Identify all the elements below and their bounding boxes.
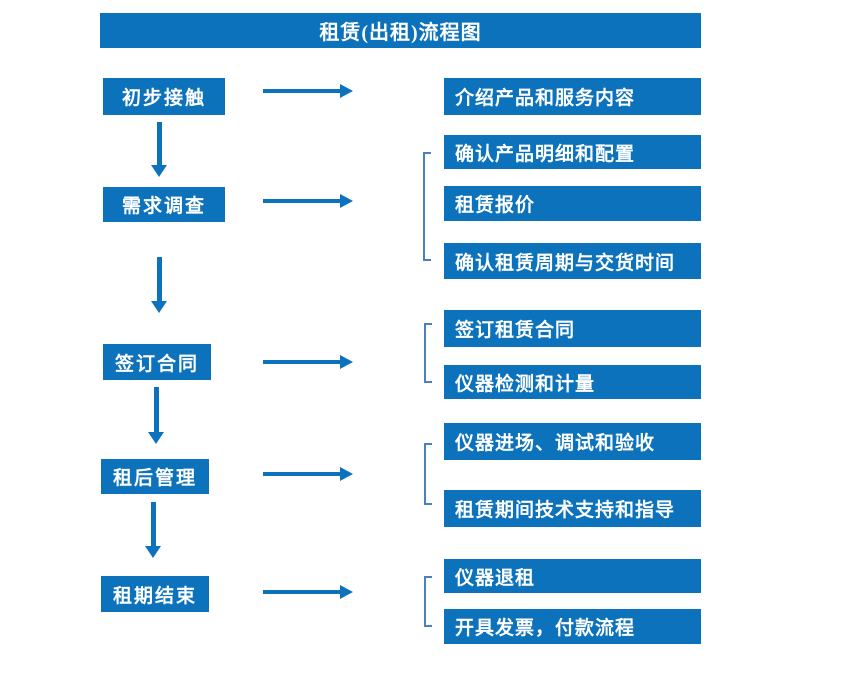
arrow-down-icon	[151, 122, 167, 177]
arrow-right-icon	[263, 84, 353, 98]
arrow-head	[340, 194, 353, 208]
arrow-shaft	[263, 360, 340, 364]
detail-box-instrument-testing: 仪器检测和计量	[444, 365, 701, 399]
arrow-right-icon	[263, 585, 353, 599]
group-bracket	[424, 576, 432, 627]
arrow-head	[148, 432, 164, 444]
arrow-right-icon	[263, 194, 353, 208]
arrow-head	[151, 301, 167, 313]
arrow-right-icon	[263, 467, 353, 481]
detail-box-instrument-setup-acceptance: 仪器进场、调试和验收	[444, 423, 701, 460]
arrow-head	[151, 165, 167, 177]
arrow-head	[340, 355, 353, 369]
arrow-shaft	[150, 502, 156, 546]
detail-box-technical-support: 租赁期间技术支持和指导	[444, 490, 701, 527]
arrow-shaft	[263, 472, 340, 476]
detail-box-sign-rental-contract: 签订租赁合同	[444, 310, 701, 347]
detail-box-introduce-products: 介绍产品和服务内容	[444, 78, 701, 115]
detail-box-confirm-rental-period: 确认租赁周期与交货时间	[444, 243, 701, 279]
step-box-sign-contract: 签订合同	[103, 344, 211, 380]
arrow-shaft	[156, 257, 162, 301]
arrow-shaft	[263, 590, 340, 594]
group-bracket	[423, 152, 431, 261]
step-box-rental-end: 租期结束	[101, 576, 209, 612]
detail-box-invoice-payment: 开具发票，付款流程	[444, 609, 701, 644]
arrow-down-icon	[145, 502, 161, 558]
detail-box-instrument-return: 仪器退租	[444, 559, 701, 593]
arrow-right-icon	[263, 355, 353, 369]
arrow-down-icon	[151, 257, 167, 313]
group-bracket	[424, 443, 432, 505]
arrow-shaft	[153, 387, 159, 432]
arrow-head	[340, 84, 353, 98]
detail-box-rental-quotation: 租赁报价	[444, 186, 701, 221]
detail-box-confirm-product-details: 确认产品明细和配置	[444, 135, 701, 169]
step-box-demand-survey: 需求调查	[103, 187, 225, 222]
group-bracket	[424, 323, 432, 383]
arrow-down-icon	[148, 387, 164, 444]
arrow-shaft	[263, 89, 340, 93]
arrow-head	[340, 467, 353, 481]
arrow-shaft	[263, 199, 340, 203]
arrow-head	[145, 546, 161, 558]
step-box-post-rental-management: 租后管理	[101, 459, 209, 494]
step-box-initial-contact: 初步接触	[103, 78, 225, 115]
arrow-head	[340, 585, 353, 599]
arrow-shaft	[156, 122, 162, 165]
flowchart-title: 租赁(出租)流程图	[100, 13, 701, 48]
